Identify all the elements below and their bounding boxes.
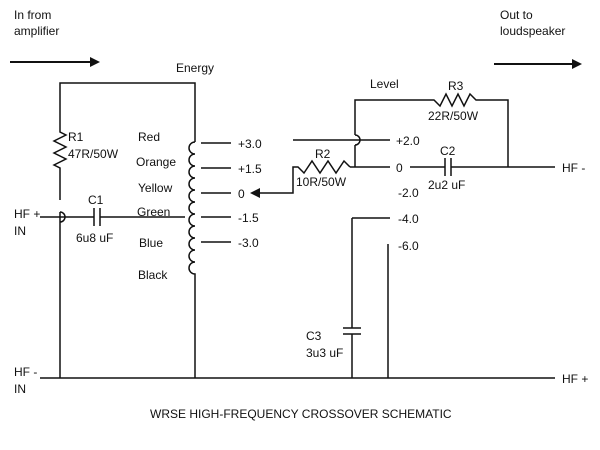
c2-value: 2u2 uF: [428, 178, 465, 192]
hf-minus-out-label: HF -: [562, 161, 585, 175]
energy-autotransformer-coil: [188, 141, 196, 378]
wire-color-label: Blue: [139, 236, 163, 250]
hf-plus-in-sub: IN: [14, 224, 26, 238]
out-to-label: Out to: [500, 8, 533, 22]
wire-color-label: Yellow: [138, 181, 173, 195]
r3-resistor: [354, 92, 509, 167]
r1-resistor: [52, 82, 196, 175]
r3-name: R3: [448, 79, 464, 93]
left-rail: [59, 211, 66, 378]
hf-plus-out-label: HF +: [562, 372, 588, 386]
wire-color-label: Orange: [136, 155, 176, 169]
level-tap-value: 0: [396, 161, 403, 175]
schematic-caption: WRSE HIGH-FREQUENCY CROSSOVER SCHEMATIC: [150, 407, 452, 421]
level-tap-value: +2.0: [396, 134, 420, 148]
r2-value: 10R/50W: [296, 175, 347, 189]
level-tap-value: -6.0: [398, 239, 419, 253]
wire-color-label: Green: [137, 205, 170, 219]
energy-tap-value: +1.5: [238, 162, 262, 176]
level-label: Level: [370, 77, 399, 91]
c3-value: 3u3 uF: [306, 346, 343, 360]
wire-color-label: Black: [138, 268, 168, 282]
wire-color-label: Red: [138, 130, 160, 144]
hf-plus-in-label: HF +: [14, 207, 40, 221]
c1-name: C1: [88, 193, 104, 207]
r1-name: R1: [68, 130, 84, 144]
level-tap-value: -2.0: [398, 186, 419, 200]
r3-value: 22R/50W: [428, 109, 479, 123]
r1-value: 47R/50W: [68, 147, 119, 161]
energy-tap-value: +3.0: [238, 137, 262, 151]
c1-value: 6u8 uF: [76, 231, 113, 245]
energy-tap-value: 0: [238, 187, 245, 201]
energy-tap-value: -3.0: [238, 236, 259, 250]
loudspeaker-label: loudspeaker: [500, 24, 565, 38]
energy-tap-value: -1.5: [238, 211, 259, 225]
c2-name: C2: [440, 144, 456, 158]
in-from-label: In from: [14, 8, 51, 22]
level-tap-value: -4.0: [398, 212, 419, 226]
energy-label: Energy: [176, 61, 214, 75]
amplifier-label: amplifier: [14, 24, 59, 38]
hf-minus-in-label: HF -: [14, 365, 37, 379]
r2-name: R2: [315, 147, 331, 161]
r2-resistor: [250, 159, 351, 198]
c3-name: C3: [306, 329, 322, 343]
hf-minus-in-sub: IN: [14, 382, 26, 396]
